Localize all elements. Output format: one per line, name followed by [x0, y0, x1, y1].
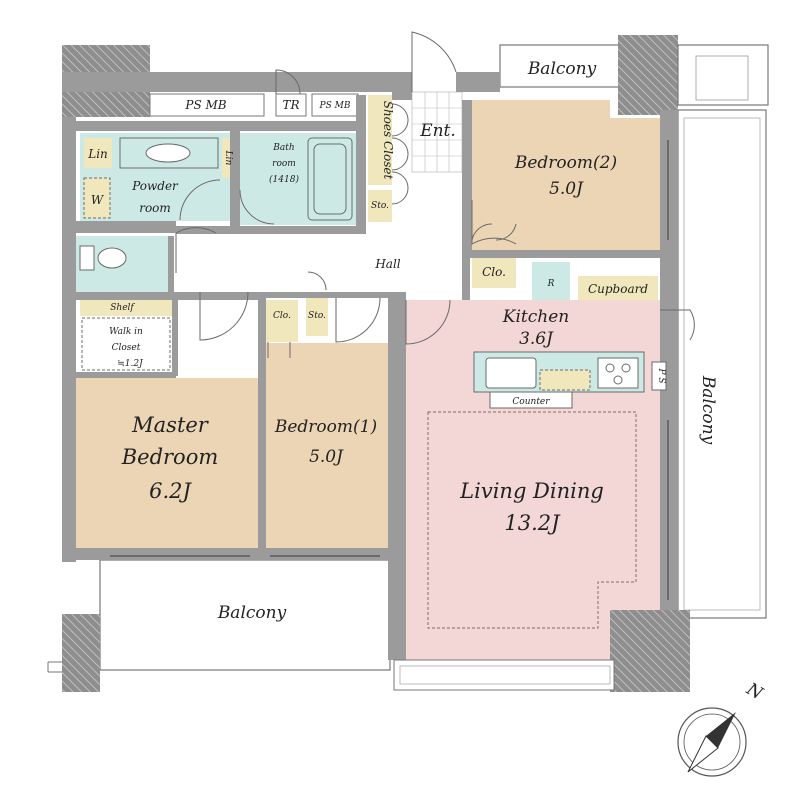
- living-dashed-outline: [427, 411, 637, 629]
- ps-mb-mid-label: PS MB: [319, 101, 351, 111]
- bath-label-1: Bath: [272, 143, 294, 153]
- walkin-label-3: ≒1.2J: [117, 359, 144, 369]
- r-label: R: [547, 279, 555, 289]
- clo-kitchen-floor: [472, 258, 516, 288]
- sto-bed1-label: Sto.: [308, 311, 326, 321]
- balcony-top-label: Balcony: [527, 59, 597, 79]
- kitchen-name-label: Kitchen: [502, 307, 569, 327]
- balcony-bottom-label: Balcony: [217, 603, 287, 623]
- fixtures: [79, 137, 669, 629]
- sto-entry-label: Sto.: [371, 201, 389, 211]
- powder-label-1: Powder: [131, 179, 179, 193]
- tr-label: TR: [282, 98, 299, 112]
- column-top-right: [618, 35, 678, 115]
- bedroom2-size-label: 5.0J: [549, 179, 584, 199]
- sto-bed1-floor: [306, 296, 328, 336]
- bath-label-3: (1418): [269, 174, 299, 185]
- cupboard-label: Cupboard: [588, 282, 648, 296]
- walls: [62, 35, 769, 692]
- powder-label-2: room: [139, 201, 171, 215]
- master-label-2: Bedroom: [121, 445, 219, 469]
- hall-floor: [170, 234, 462, 292]
- walkin-label-1: Walk in: [109, 327, 143, 337]
- walkin-label-2: Closet: [112, 343, 141, 353]
- balcony-right-area: [677, 109, 767, 619]
- north-label: N: [742, 679, 767, 705]
- shelf-label: Shelf: [110, 303, 135, 313]
- clo-kitchen-label: Clo.: [482, 265, 506, 279]
- bath-label-2: room: [272, 159, 296, 169]
- sto-entry-floor: [368, 190, 392, 222]
- living-name-label: Living Dining: [459, 479, 604, 503]
- labels: Balcony Balcony Balcony PS MB TR PS MB S…: [87, 59, 767, 705]
- w-floor: [84, 178, 110, 218]
- shoes-closet-floor: [368, 95, 392, 185]
- master-bedroom-floor: [76, 378, 258, 548]
- master-label-1: Master: [131, 413, 210, 437]
- ps-label: P S: [656, 367, 666, 383]
- shoes-closet-label: Shoes Closet: [381, 101, 395, 180]
- clo-bed1-label: Clo.: [273, 311, 291, 321]
- bathtub: [307, 137, 353, 221]
- lin-mid-label: Lin: [223, 150, 233, 166]
- bedroom1-floor: [266, 343, 388, 548]
- lin-left-label: Lin: [87, 147, 108, 161]
- balcony-bottom-area: [47, 559, 391, 673]
- compass-needle-icon: [706, 712, 736, 748]
- kitchen-size-label: 3.6J: [519, 329, 554, 349]
- lin-left-floor: [84, 138, 112, 168]
- doors: [175, 31, 695, 358]
- w-label: W: [91, 193, 105, 207]
- bedroom1-name-label: Bedroom(1): [274, 417, 377, 437]
- hall-label: Hall: [374, 257, 400, 271]
- bedroom2-floor: [462, 100, 660, 250]
- counter-label: Counter: [512, 397, 550, 407]
- bedroom1-size-label: 5.0J: [309, 447, 344, 467]
- cupboard-floor: [578, 276, 658, 300]
- balcony-right-label: Balcony: [698, 375, 718, 445]
- master-label-3: 6.2J: [149, 479, 192, 503]
- balcony-top-area: [499, 44, 623, 88]
- living-size-label: 13.2J: [504, 511, 561, 535]
- column-bottom-left: [62, 614, 100, 692]
- bedroom2-name-label: Bedroom(2): [514, 153, 617, 173]
- ps-mb-left-label: PS MB: [184, 98, 226, 112]
- compass: [677, 707, 747, 777]
- column-bottom-right: [610, 610, 690, 692]
- entrance-label: Ent.: [419, 121, 456, 141]
- clo-bed1-floor: [266, 300, 298, 342]
- r-floor: [532, 262, 570, 300]
